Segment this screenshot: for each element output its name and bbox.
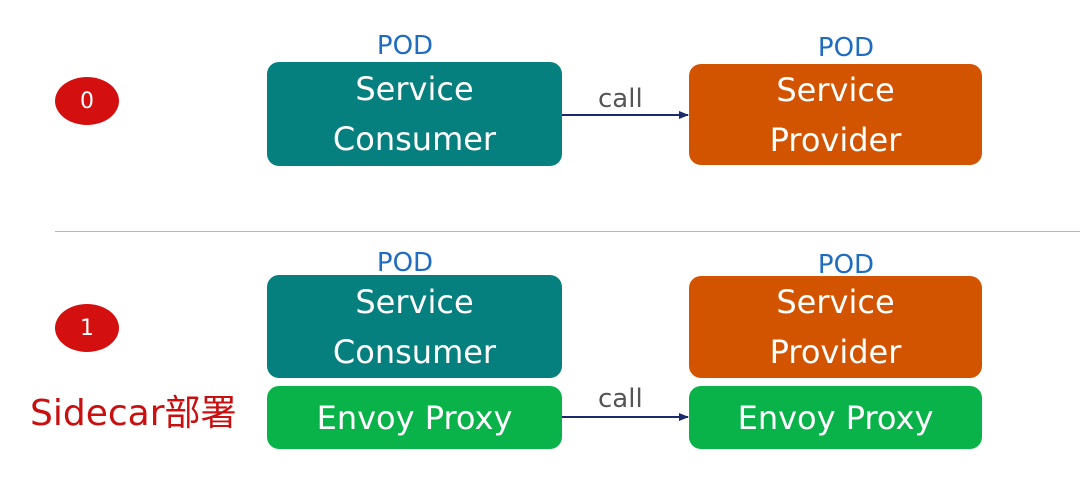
step-badge-0: 0 [55,77,119,125]
consumer-envoy-proxy-label: Envoy Proxy [316,398,513,437]
consumer-pod-label: POD [376,248,434,278]
service-provider-box: Service Provider [689,276,982,378]
service-provider-box: Service Provider [689,64,982,165]
service-provider-line2: Provider [769,120,902,159]
sidecar-deployment-label: Sidecar部署 [30,393,237,434]
provider-pod-label: POD [817,33,875,63]
service-consumer-line1: Service [355,282,474,321]
service-consumer-box: Service Consumer [267,275,562,378]
consumer-pod-label: POD [376,31,434,61]
service-provider-line1: Service [776,70,895,109]
step-badge-label: 0 [80,88,94,114]
provider-envoy-proxy-box: Envoy Proxy [689,386,982,449]
service-provider-line2: Provider [769,333,902,371]
call-label: call [598,84,643,114]
service-consumer-line1: Service [355,70,474,108]
consumer-envoy-proxy-box: Envoy Proxy [267,386,562,449]
service-provider-line1: Service [776,283,895,321]
provider-pod-label: POD [817,250,875,280]
service-consumer-line2: Consumer [332,120,497,158]
step-badge-1: 1 [55,304,119,352]
service-consumer-box: Service Consumer [267,62,562,166]
service-consumer-line2: Consumer [332,332,497,371]
call-label: call [598,384,643,414]
section-divider [55,231,1080,232]
provider-envoy-proxy-label: Envoy Proxy [737,398,934,437]
step-badge-label: 1 [80,315,94,341]
